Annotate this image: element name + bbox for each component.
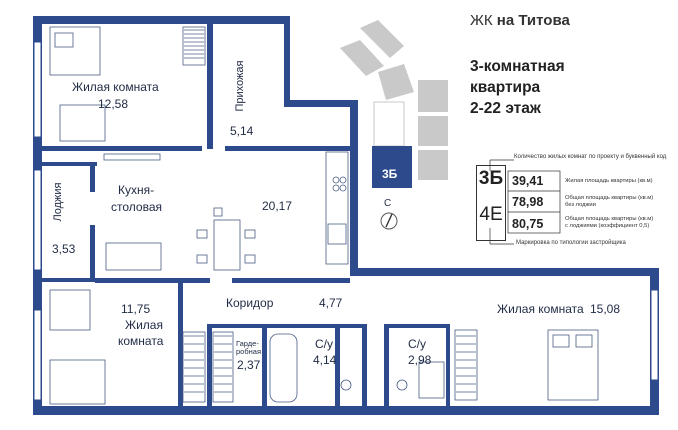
spec-total-with-loggia: 80,75 [512,217,544,231]
section-label: 3Б [382,167,398,181]
room-kitchen-name-line1: Кухня- [118,183,155,197]
furniture [49,26,599,405]
compass-icon [380,212,398,230]
room-wardrobe-area: 2,37 [237,358,261,372]
room-hall-name: Прихожая [234,60,246,112]
compass-label: С [384,198,392,209]
room-bath2-area: 2,98 [408,353,432,367]
spec-code-box: 3Б 4Е [476,165,506,241]
spec-total-with-loggia-desc2: с лоджиями (коэффициент 0,5) [565,223,650,229]
complex-prefix: ЖК [470,12,493,29]
room-corridor-area: 4,77 [319,296,343,310]
room-corridor-name: Коридор [226,296,274,310]
spec-room-code: 3Б [478,168,504,189]
building-key-plan [340,20,448,188]
room-floors [42,24,650,406]
room-living2-area: 11,75 [121,302,151,316]
hatching [184,29,476,393]
apartment-title-line3: 2-22 этаж [470,100,541,117]
spec-total-no-loggia-desc1: Общая площадь квартиры (кв.м) [565,195,654,201]
apartment-spec: Количество жилых комнат по проекту и бук… [476,150,676,250]
room-wardrobe-name-line1: Гарде- [236,339,259,348]
apartment-title-line1: 3-комнатная [470,58,565,75]
spec-total-no-loggia-desc2: без лоджии [565,202,596,208]
apartment-title: 3-комнатная квартира 2-22 этаж [470,56,565,119]
room-bath1-area: 4,14 [313,353,337,367]
room-living1-name: Жилая комната [72,80,159,94]
room-living1-area: 12,58 [98,97,129,111]
spec-caption-top: Количество жилых комнат по проекту и бук… [514,154,667,160]
room-living3-area: 15,08 [590,302,621,316]
apartment-title-line2: квартира [470,79,541,96]
room-living2-name-line1: Жилая [125,318,163,332]
room-hall-area: 5,14 [230,124,254,138]
spec-total-with-loggia-desc1: Общая площадь квартиры (кв.м) [565,216,654,222]
windows [33,41,659,401]
spec-caption-bottom: Маркировка по типологии застройщика [516,240,626,246]
spec-living-area: 39,41 [512,174,544,188]
interior-walls [42,24,450,406]
room-bath2-name: С/у [408,337,426,351]
complex-title: ЖК на Титова [470,12,570,29]
room-loggia-area: 3,53 [52,242,76,256]
complex-name: на Титова [496,12,570,29]
room-bath1-name: С/у [315,337,333,351]
room-wardrobe-name-line2: робная [236,347,262,356]
room-living3-name: Жилая комната [497,302,584,316]
room-loggia-name: Лоджия [52,182,64,222]
spec-marking: 4Е [479,204,503,225]
room-kitchen-area: 20,17 [262,199,293,213]
spec-living-area-desc: Жилая площадь квартиры (кв.м) [565,178,653,184]
room-kitchen-name-line2: столовая [111,200,162,214]
room-living2-name-line2: комната [118,334,164,348]
spec-lines [489,159,561,245]
spec-total-no-loggia: 78,98 [512,195,544,209]
